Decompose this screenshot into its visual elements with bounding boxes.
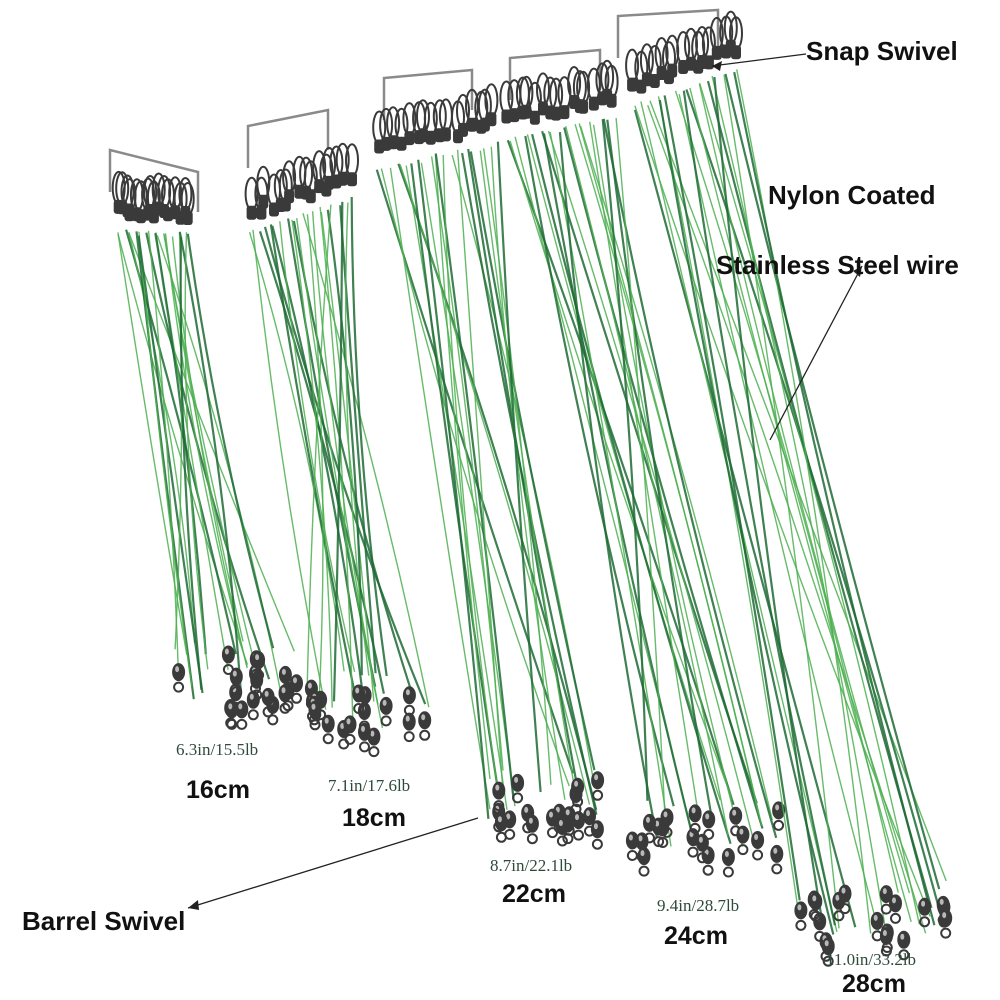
clip-bar — [108, 148, 200, 212]
snap-swivel-cluster — [244, 142, 359, 220]
leader-bundle-24cm — [499, 48, 786, 878]
wire-group — [375, 141, 598, 820]
snap-swivel-cluster — [499, 59, 619, 125]
leader-16cm-spec: 6.3in/15.5lb — [176, 740, 259, 759]
wire-group — [117, 229, 295, 700]
barrel-swivel-cluster — [172, 645, 303, 730]
clip-bar — [616, 8, 720, 58]
leader-bundle-22cm — [372, 68, 605, 850]
leader-16cm-size: 16cm — [186, 776, 250, 804]
steel-wire-pointer — [769, 265, 863, 441]
leader-bundle-16cm — [108, 148, 303, 730]
wire-group — [248, 196, 430, 729]
leader-bundle-28cm — [616, 8, 953, 967]
nylon-coated-label: Nylon Coated — [768, 180, 936, 210]
wire-group — [633, 69, 947, 935]
leader-bundle-18cm — [244, 108, 432, 758]
snap-swivel-label: Snap Swivel — [806, 36, 958, 66]
leader-18cm-spec: 7.1in/17.6lb — [328, 776, 411, 795]
barrel-swivel-cluster — [794, 884, 953, 967]
clip-bar — [246, 108, 330, 168]
barrel-swivel-cluster — [492, 771, 605, 850]
snap-swivel-cluster — [372, 83, 499, 154]
barrel-swivel-cluster — [304, 679, 432, 758]
snap-swivel-pointer — [711, 53, 807, 67]
barrel-swivel-label: Barrel Swivel — [22, 906, 186, 936]
leader-22cm-spec: 8.7in/22.1lb — [490, 856, 573, 875]
barrel-swivel-cluster — [625, 801, 786, 878]
wire-group — [506, 117, 778, 847]
snap-swivel-cluster — [625, 10, 743, 94]
leader-18cm-size: 18cm — [342, 804, 406, 832]
leader-28cm-spec: 11.0in/33.2lb — [826, 950, 917, 969]
leader-24cm-spec: 9.4in/28.7lb — [657, 896, 740, 915]
stainless-steel-wire-label: Stainless Steel wire — [716, 250, 959, 280]
leader-22cm-size: 22cm — [502, 880, 566, 908]
leader-24cm-size: 24cm — [664, 922, 728, 950]
leader-28cm-size: 28cm — [842, 970, 906, 998]
barrel-swivel-pointer — [187, 817, 479, 909]
snap-swivel-cluster — [111, 170, 195, 225]
clip-bar — [508, 48, 602, 100]
